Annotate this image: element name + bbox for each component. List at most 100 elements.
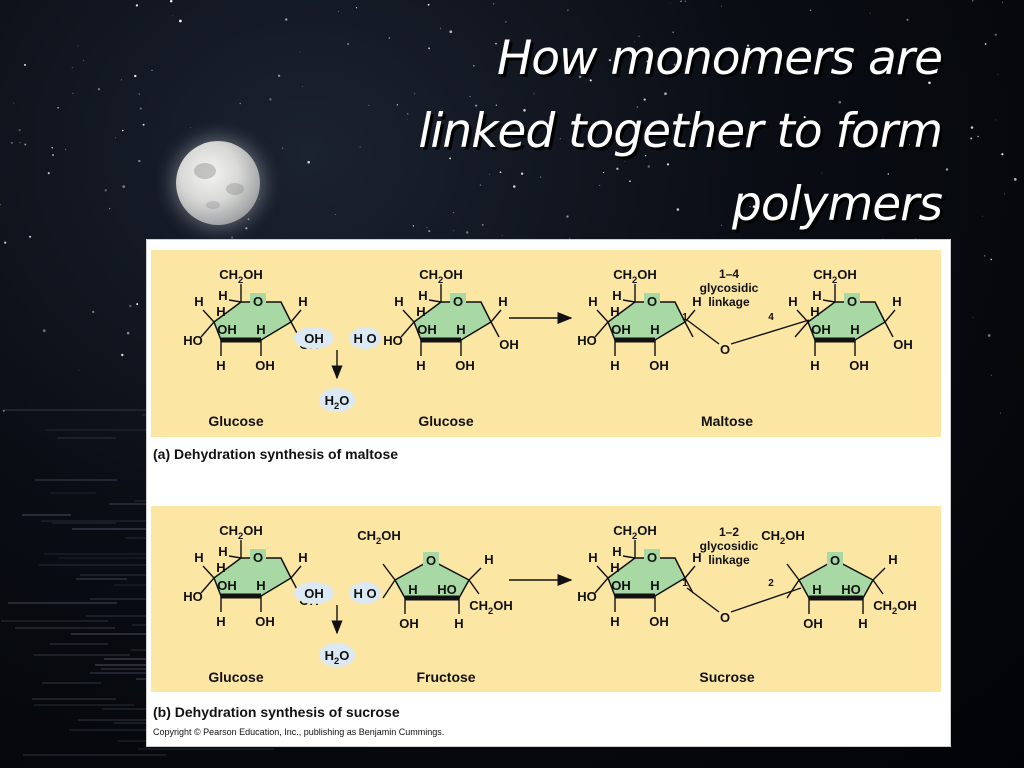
star <box>838 100 842 104</box>
c1-up-bond <box>884 309 896 323</box>
leaving-oh: OH <box>304 586 324 601</box>
star <box>643 98 646 101</box>
c1-h: H <box>298 550 307 565</box>
star <box>646 60 650 63</box>
c5-h: H <box>418 288 427 303</box>
star <box>269 98 272 101</box>
star <box>18 129 21 132</box>
star <box>589 79 592 82</box>
star <box>644 155 647 157</box>
star <box>673 63 676 66</box>
star <box>302 85 304 87</box>
linkage-label-line-1: 1–4 <box>719 267 739 281</box>
star <box>520 172 524 175</box>
star <box>970 137 973 140</box>
star <box>151 69 153 71</box>
h2o-label: H2O <box>325 648 350 666</box>
star <box>984 255 986 257</box>
ring-oxygen-gap <box>644 293 660 307</box>
molecule-label-sucrose: Sucrose <box>699 669 754 685</box>
star <box>910 194 912 197</box>
star <box>984 43 987 45</box>
ring-oxygen-gap <box>827 552 843 566</box>
leaving-oh: OH <box>304 331 324 346</box>
star <box>915 238 916 240</box>
star <box>501 235 503 236</box>
inner-h: H <box>456 322 465 337</box>
star <box>567 9 569 11</box>
star <box>474 104 478 107</box>
star <box>136 303 139 306</box>
inner-h-top: H <box>216 560 225 575</box>
c2-up-bond <box>468 567 482 581</box>
star <box>135 4 139 7</box>
c4-h-up: H <box>394 294 403 309</box>
star <box>51 147 53 149</box>
star <box>19 142 21 144</box>
c4-up-bond <box>402 309 415 323</box>
c2-down-bond <box>872 579 884 595</box>
ring-oxygen: O <box>453 294 463 309</box>
star <box>629 180 631 183</box>
c4-down-bond <box>200 321 215 338</box>
star <box>72 92 74 94</box>
molecule-label-maltose: Maltose <box>701 413 753 429</box>
c5-h: H <box>218 544 227 559</box>
c4-oh: OH <box>803 616 823 631</box>
star <box>368 104 370 106</box>
c5-h-bond <box>228 299 242 303</box>
inner-h-top: H <box>216 304 225 319</box>
ch2oh-label: CH2OH <box>813 267 856 285</box>
star <box>493 3 495 5</box>
star <box>285 18 288 21</box>
star <box>247 218 250 221</box>
inner-h: H <box>256 322 265 337</box>
star <box>134 74 137 78</box>
star <box>335 214 337 215</box>
star <box>720 5 722 7</box>
copyright-notice: Copyright © Pearson Education, Inc., pub… <box>153 727 445 737</box>
water-removal: OH H O H2O <box>294 582 381 667</box>
inner-h-top: H <box>610 304 619 319</box>
star <box>578 75 582 79</box>
inner-oh: OH <box>417 322 437 337</box>
inner-ho: HO <box>841 582 861 597</box>
c1-down-bond <box>490 321 500 338</box>
star <box>396 104 399 106</box>
star <box>990 258 993 261</box>
leaving-h: H O <box>353 331 376 346</box>
leaving-h: H O <box>353 586 376 601</box>
star <box>97 88 101 91</box>
inner-ho: HO <box>437 582 457 597</box>
star <box>749 206 751 208</box>
carbon-number-right: 4 <box>768 312 774 323</box>
star <box>449 30 453 34</box>
c1-down-bond <box>684 321 694 338</box>
star <box>23 63 27 66</box>
star <box>495 42 497 45</box>
h2o-label: H2O <box>325 393 350 411</box>
star <box>13 102 15 104</box>
star <box>47 172 50 175</box>
linkage-label-line-2: glycosidic <box>700 281 759 295</box>
star <box>495 104 498 107</box>
star <box>65 148 67 150</box>
linkage-label-line-3: linkage <box>708 553 750 567</box>
star <box>453 230 455 232</box>
c4-ho: HO <box>577 589 597 604</box>
star <box>472 64 475 67</box>
ch2oh-right-label: CH2OH <box>873 598 916 616</box>
h2o-bubble <box>319 643 355 667</box>
c5-down-bond <box>786 579 800 599</box>
star <box>549 116 551 118</box>
c4-ho: HO <box>183 589 203 604</box>
c4-up-bond <box>202 565 215 579</box>
caption-sucrose: (b) Dehydration synthesis of sucrose <box>153 704 400 720</box>
star <box>901 53 903 55</box>
star <box>821 172 823 174</box>
star <box>412 225 415 227</box>
star <box>307 160 311 164</box>
c5-h-bond <box>622 299 636 303</box>
